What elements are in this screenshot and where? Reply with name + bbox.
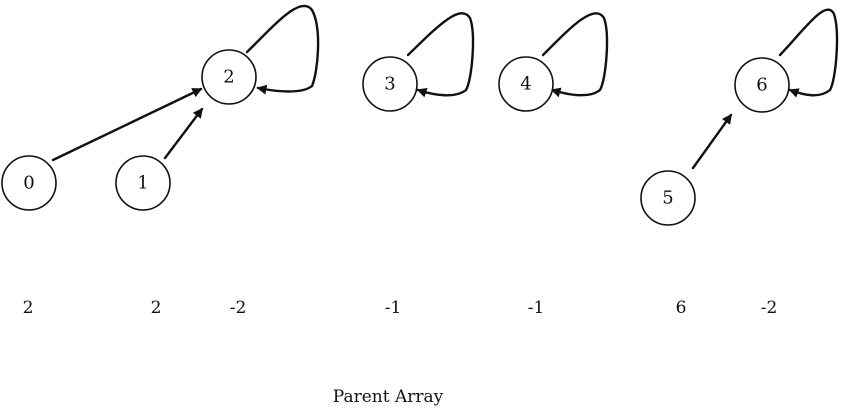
node-2: 2: [201, 49, 257, 105]
self-loop-2: [245, 4, 320, 95]
edge-1-to-2: [163, 107, 204, 160]
parent-value-3: -1: [385, 298, 402, 318]
parent-value-1: 2: [151, 298, 162, 318]
node-label: 4: [520, 74, 531, 95]
caption: Parent Array: [333, 387, 444, 407]
node-0: 0: [1, 155, 57, 211]
node-1: 1: [115, 155, 171, 211]
node-label: 2: [223, 67, 234, 88]
node-3: 3: [362, 56, 418, 112]
node-5: 5: [640, 170, 696, 226]
self-loop-4: [541, 12, 609, 98]
parent-value-6: -2: [761, 298, 778, 318]
parent-value-4: -1: [528, 298, 545, 318]
parent-value-2: -2: [230, 298, 247, 318]
parent-value-0: 2: [23, 298, 34, 318]
parent-value-5: 6: [676, 298, 687, 318]
node-label: 6: [756, 75, 767, 96]
self-loop-3: [406, 12, 475, 98]
node-6: 6: [734, 57, 790, 113]
edge-0-to-2: [51, 87, 203, 162]
edge-5-to-6: [691, 113, 733, 170]
node-label: 5: [662, 188, 673, 209]
node-label: 0: [23, 173, 34, 194]
self-loop-6: [778, 8, 839, 98]
node-label: 3: [384, 74, 395, 95]
node-label: 1: [137, 173, 148, 194]
node-4: 4: [498, 56, 554, 112]
